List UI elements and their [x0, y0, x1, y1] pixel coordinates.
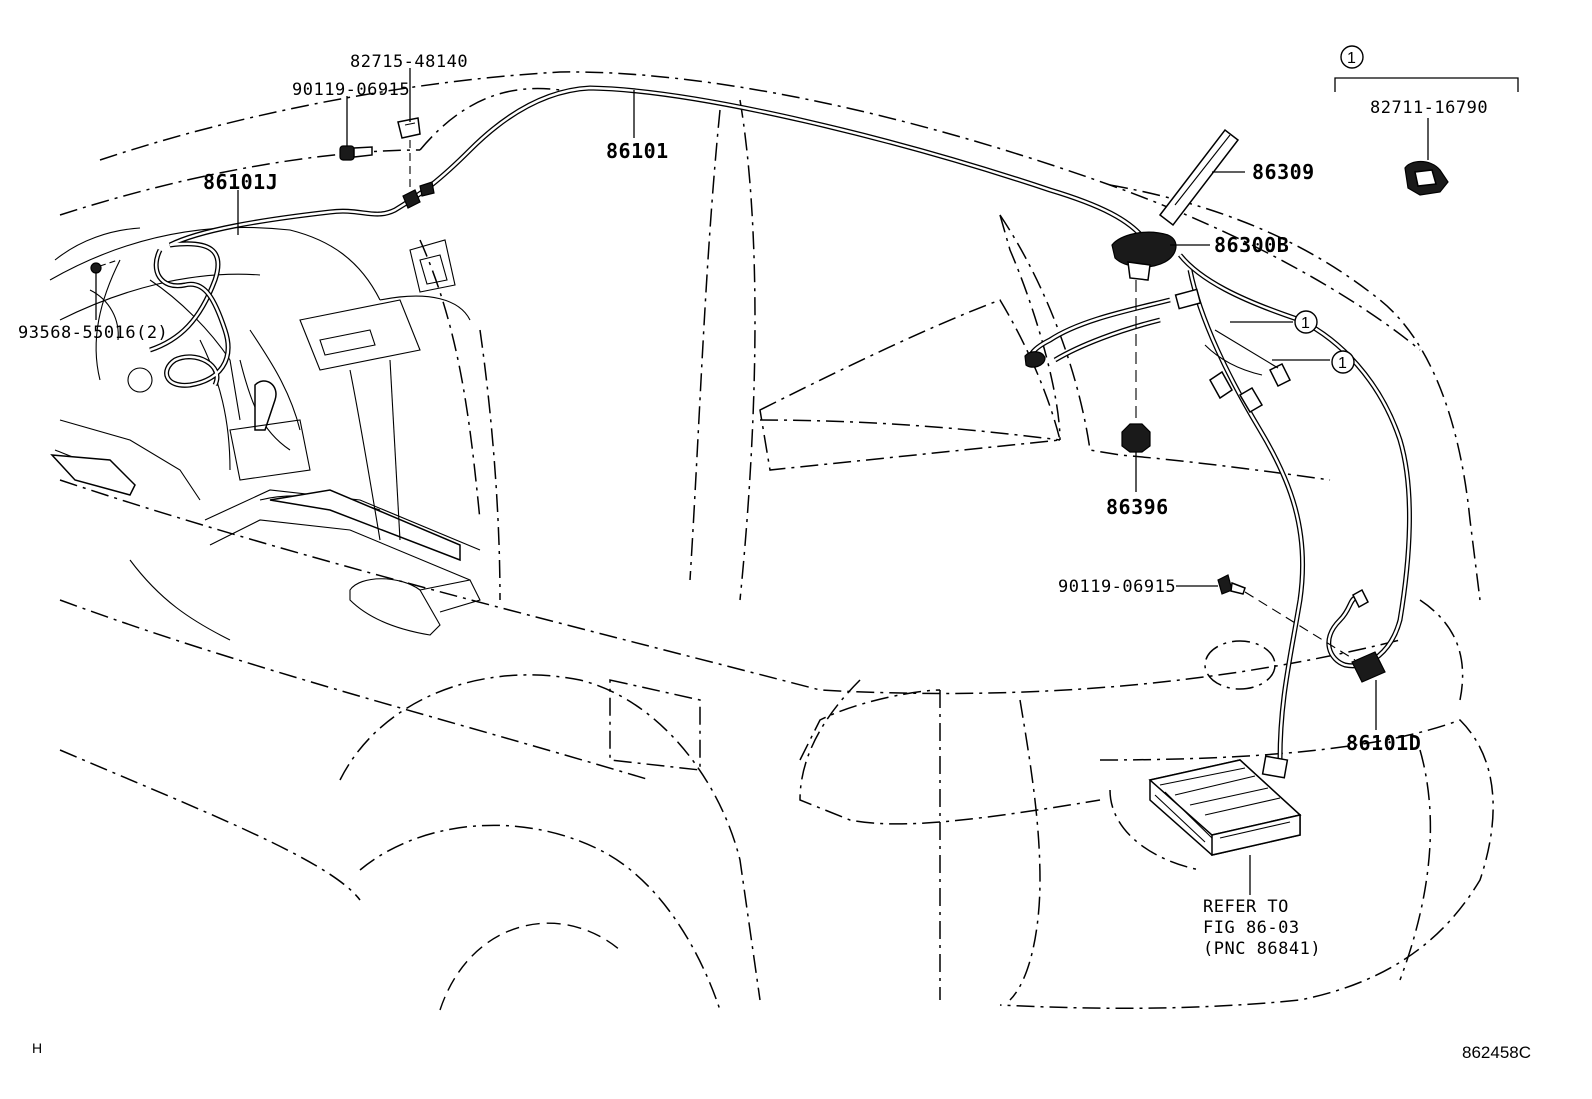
figure-code: 862458C — [1462, 1043, 1531, 1062]
corner-code-left: H — [32, 1040, 42, 1056]
label-86101J: 86101J — [203, 170, 278, 194]
label-86396: 86396 — [1106, 495, 1169, 519]
bolt-90119-06915-right — [1217, 574, 1356, 661]
callout-markers: 1 1 1 — [1294, 45, 1364, 374]
leader-lines — [95, 68, 1519, 895]
label-86300B: 86300B — [1214, 233, 1289, 257]
antenna-pad-86396 — [1121, 280, 1151, 453]
label-86101D: 86101D — [1346, 731, 1421, 755]
refer-note-line3: (PNC 86841) — [1203, 939, 1321, 959]
label-90119-06915-top: 90119-06915 — [292, 80, 410, 100]
radio-tuner-unit — [1148, 759, 1302, 856]
label-82715-48140: 82715-48140 — [350, 52, 468, 72]
bolt-93568-55016 — [90, 259, 119, 274]
label-86101: 86101 — [606, 139, 669, 163]
clamp-82715-48140 — [397, 117, 421, 190]
cable-86101D — [1024, 253, 1412, 779]
interior-dashboard — [49, 226, 481, 641]
label-86309: 86309 — [1252, 160, 1315, 184]
refer-note-line2: FIG 86-03 — [1203, 918, 1300, 938]
label-93568-55016: 93568-55016(2) — [18, 323, 168, 343]
label-82711-16790: 82711-16790 — [1370, 98, 1488, 118]
part-labels: 82715-48140 90119-06915 86101 86101J 935… — [18, 52, 1488, 959]
antenna-mast-86309 — [1158, 128, 1240, 227]
bolt-90119-06915-top — [339, 145, 373, 161]
label-90119-06915-right: 90119-06915 — [1058, 577, 1176, 597]
vehicle-outline — [59, 71, 1494, 1011]
clip-82711-16790 — [1404, 160, 1449, 196]
callout-number-1: 1 — [1301, 315, 1310, 332]
refer-note-line1: REFER TO — [1203, 897, 1289, 917]
callout-number-top: 1 — [1347, 50, 1356, 67]
cable-86101 — [149, 85, 1147, 388]
antenna-base-86300B — [1111, 231, 1177, 281]
callout-number-2: 1 — [1338, 355, 1347, 372]
